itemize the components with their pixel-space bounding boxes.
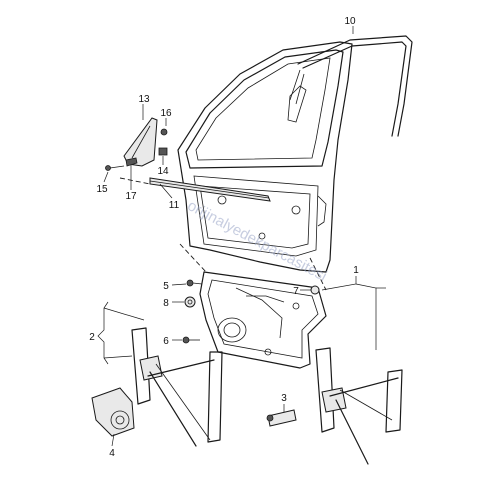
callout-6: 6 xyxy=(163,336,169,347)
callout-16: 16 xyxy=(160,108,172,119)
window-motor xyxy=(91,387,135,437)
callout-10: 10 xyxy=(344,16,356,27)
callout-13: 13 xyxy=(138,94,150,105)
window-regulator-left xyxy=(131,327,223,447)
window-regulator-right xyxy=(315,347,403,465)
callout-14: 14 xyxy=(157,166,169,177)
callout-4: 4 xyxy=(109,448,115,459)
callout-1: 1 xyxy=(353,265,359,276)
callout-11: 11 xyxy=(169,200,180,211)
callout-8: 8 xyxy=(163,298,169,309)
callout-15: 15 xyxy=(96,184,108,195)
door-shell xyxy=(177,41,353,273)
window-channel-strip xyxy=(149,177,271,202)
window-seal xyxy=(289,35,413,137)
handle-part xyxy=(266,409,297,427)
callout-3: 3 xyxy=(281,393,287,404)
callout-17: 17 xyxy=(125,191,137,202)
callout-7: 7 xyxy=(293,286,299,297)
leader-lines xyxy=(97,26,386,447)
module-carrier-plate xyxy=(199,271,327,369)
small-fasteners xyxy=(105,128,168,171)
callout-labels: 1 2 3 4 5 6 7 8 10 11 13 14 15 16 17 xyxy=(89,16,359,459)
assembly-lines xyxy=(119,177,327,291)
callout-5: 5 xyxy=(163,281,169,292)
bolts xyxy=(182,279,320,344)
mirror-trim xyxy=(123,117,158,167)
callout-2: 2 xyxy=(89,332,95,343)
